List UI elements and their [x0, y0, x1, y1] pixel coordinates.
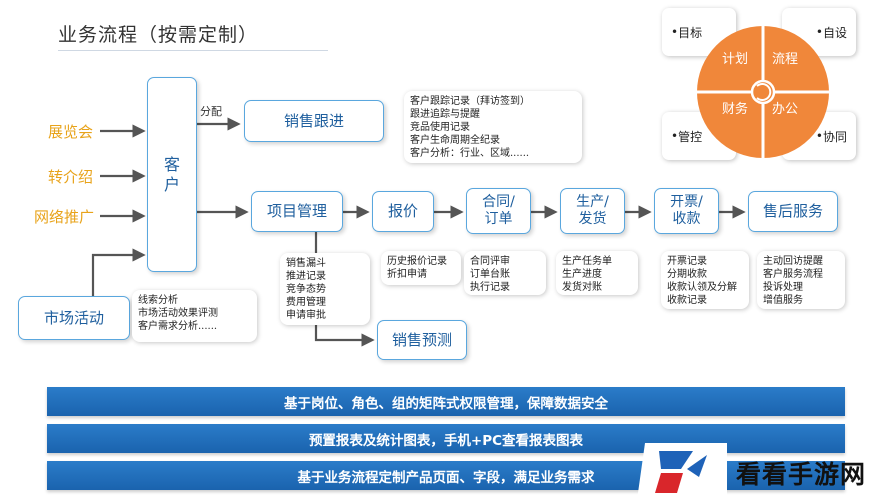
note-project-management: 销售漏斗 推进记录 竞争态势 费用管理 申请审批 [280, 253, 370, 325]
source-online-promotion: 网络推广 [34, 208, 95, 226]
kk-logo-icon [637, 443, 727, 500]
corner-bullet: • [671, 129, 679, 143]
corner-bullet: • [815, 129, 823, 143]
node-sales-forecast[interactable]: 销售预测 [377, 320, 467, 360]
node-quote-label: 报价 [387, 202, 418, 221]
node-after-sales[interactable]: 售后服务 [748, 191, 838, 232]
wheel-quadrant-office: 办公 [772, 102, 799, 117]
corner-bullet: • [815, 25, 823, 39]
brand-name: 看看手游网 [736, 460, 867, 489]
title-underline [58, 50, 328, 51]
note-sales-follow: 客户跟踪记录（拜访签到） 跟进追踪与提醒 竞品使用记录 客户生命周期全纪录 客户… [404, 91, 582, 163]
wheel-diagram [697, 26, 829, 158]
node-sales-forecast-label: 销售预测 [391, 330, 452, 349]
edge-label-assign: 分配 [200, 105, 222, 118]
note-after-sales: 主动回访提醒 客户服务流程 投诉处理 增值服务 [757, 251, 845, 309]
node-after-sales-label: 售后服务 [762, 202, 823, 221]
corner-goal-label: 目标 [678, 25, 703, 40]
node-market-activity[interactable]: 市场活动 [18, 296, 130, 340]
node-quote[interactable]: 报价 [372, 191, 434, 232]
node-project-management[interactable]: 项目管理 [251, 191, 343, 232]
source-exhibition: 展览会 [48, 123, 94, 141]
wheel-quadrant-plan: 计划 [722, 52, 749, 67]
node-production-delivery[interactable]: 生产/ 发货 [560, 188, 625, 234]
note-quote: 历史报价记录 折扣申请 [381, 251, 461, 285]
node-invoice-payment-label: 开票/ 收款 [670, 193, 703, 228]
node-sales-follow-label: 销售跟进 [283, 111, 344, 130]
note-contract: 合同评审 订单台账 执行记录 [464, 251, 546, 295]
corner-bullet: • [671, 25, 679, 39]
note-invoice: 开票记录 分期收款 收款认领及分解 收款记录 [661, 251, 749, 309]
wheel-quadrant-process: 流程 [772, 52, 799, 67]
node-project-management-label: 项目管理 [266, 202, 327, 221]
node-invoice-payment[interactable]: 开票/ 收款 [654, 188, 719, 234]
node-contract-order[interactable]: 合同/ 订单 [466, 188, 531, 234]
source-referral: 转介绍 [48, 168, 94, 186]
corner-collab-label: 协同 [822, 129, 847, 144]
node-contract-order-label: 合同/ 订单 [482, 193, 515, 228]
node-sales-follow[interactable]: 销售跟进 [244, 100, 384, 142]
node-market-activity-label: 市场活动 [43, 308, 104, 327]
note-production: 生产任务单 生产进度 发货对账 [556, 251, 638, 295]
page-title: 业务流程（按需定制） [58, 24, 259, 46]
corner-custom-label: 自设 [822, 25, 847, 40]
wheel-corner-custom: •自设 [782, 8, 856, 56]
band-permission: 基于岗位、角色、组的矩阵式权限管理，保障数据安全 [47, 387, 845, 416]
node-production-delivery-label: 生产/ 发货 [576, 193, 609, 228]
wheel-quadrant-finance: 财务 [722, 102, 749, 117]
refresh-icon [756, 83, 772, 101]
note-market-activity: 线索分析 市场活动效果评测 客户需求分析...... [132, 290, 257, 342]
arrow-market-to-customer [91, 248, 146, 296]
node-customer[interactable]: 客 户 [147, 77, 197, 272]
corner-control-label: 管控 [678, 129, 703, 144]
node-customer-label: 客 户 [163, 154, 180, 194]
